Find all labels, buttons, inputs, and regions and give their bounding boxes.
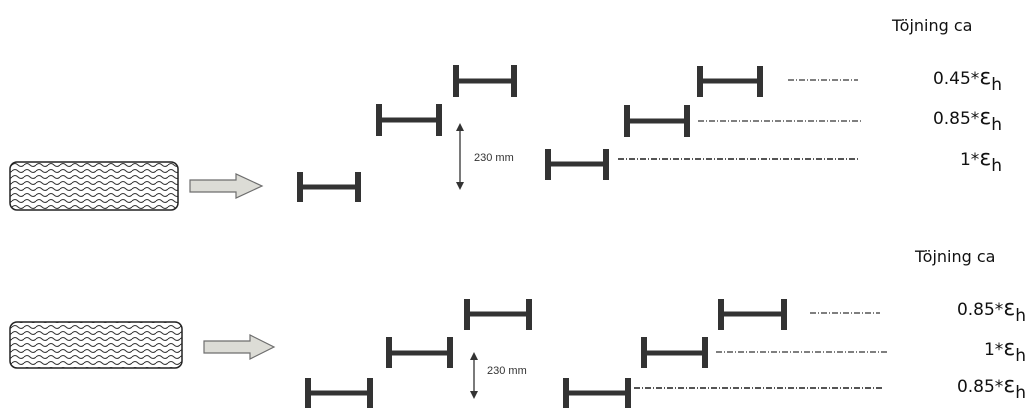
strain-label-1: 0.85*εh xyxy=(957,296,1026,326)
direction-arrow xyxy=(203,334,276,360)
bar-right-mid xyxy=(641,337,708,368)
strain-label-1: 0.45*εh xyxy=(933,65,1002,95)
dimension-arrow xyxy=(456,123,464,190)
strain-header: Töjning ca xyxy=(914,247,995,266)
bar-right-low xyxy=(545,149,609,180)
strain-label-3: 1*εh xyxy=(960,146,1002,176)
bar-left-low xyxy=(305,378,373,408)
panel-1: 230 mm Töjning ca 0.45*εh 0.85*εh xyxy=(9,16,1002,211)
strain-label-2: 0.85*εh xyxy=(933,105,1002,135)
strain-header: Töjning ca xyxy=(891,16,972,35)
dimension-label: 230 mm xyxy=(487,365,527,377)
strain-label-2: 1*εh xyxy=(984,336,1026,366)
bar-right-low xyxy=(563,378,631,408)
bar-left-high xyxy=(464,299,532,330)
panel-2: 230 mm Töjning ca 0.85*εh 1*εh xyxy=(9,247,1026,408)
bar-left-mid xyxy=(386,337,453,368)
wavy-block xyxy=(9,161,179,211)
wavy-block xyxy=(9,321,183,369)
strain-label-3: 0.85*εh xyxy=(957,373,1026,403)
bar-left-mid xyxy=(376,104,442,136)
bar-left-low xyxy=(297,172,361,202)
bar-left-high xyxy=(453,65,517,97)
dimension-label: 230 mm xyxy=(474,152,514,164)
dimension-arrow xyxy=(470,352,478,399)
bar-right-mid xyxy=(624,105,690,137)
bar-right-high xyxy=(697,66,763,97)
direction-arrow xyxy=(189,173,264,199)
bar-right-high xyxy=(718,299,787,330)
